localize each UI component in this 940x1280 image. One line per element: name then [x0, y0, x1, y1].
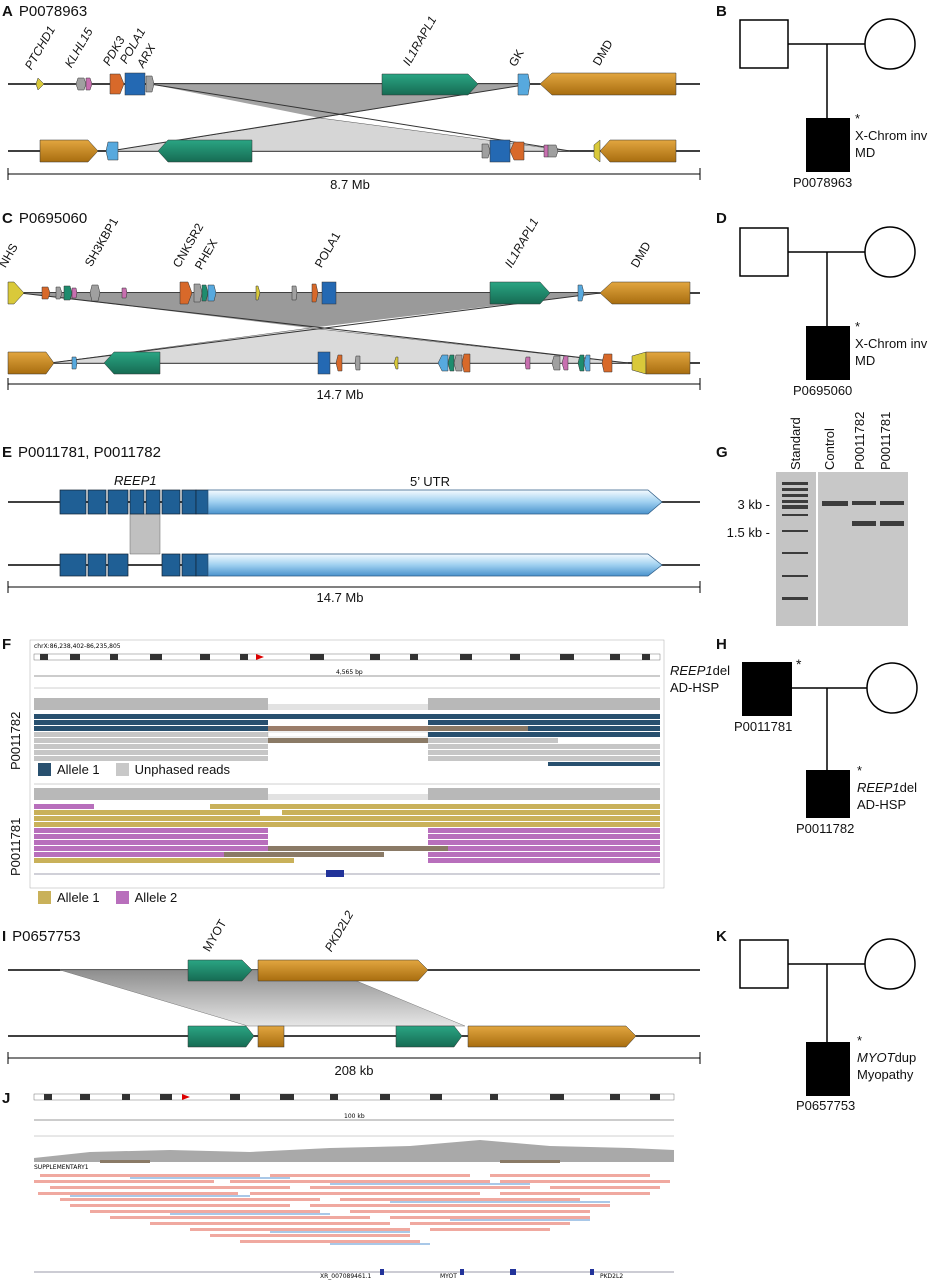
- swatch-allele2: [115, 891, 129, 904]
- pedigree-h-child-id: P0011782: [796, 821, 855, 836]
- panel-g-header: G: [716, 444, 728, 461]
- pedigree-h: [742, 662, 918, 818]
- pedigree-d-id: P0695060: [793, 383, 853, 398]
- panel-e-diagram: [7, 489, 701, 593]
- panel-d-header: D: [716, 210, 727, 227]
- panel-a-diagram: [7, 72, 701, 180]
- igv-gene-j-2: PKD2L2: [600, 1273, 623, 1280]
- klhl15-gene: [75, 77, 87, 91]
- panel-i-diagram: [7, 959, 701, 1064]
- scale-label-i: 208 kb: [334, 1063, 374, 1078]
- swatch-allele1-gold: [38, 891, 51, 904]
- ptchd1-gene: [35, 77, 45, 91]
- il1rapl1-gene: [381, 73, 479, 96]
- scale-label-a: 8.7 Mb: [330, 177, 370, 192]
- size-3kb: 3 kb -: [737, 497, 770, 512]
- gk-gene: [517, 73, 531, 96]
- legend-f1: Allele 1 Unphased reads: [38, 762, 230, 777]
- lane-standard: Standard: [788, 417, 803, 470]
- igv-track-j: SUPPLEMENTARY1: [34, 1164, 89, 1171]
- pdk3-gene: [109, 73, 125, 95]
- scale-label-c: 14.7 Mb: [316, 387, 364, 402]
- lane-control: Control: [822, 428, 837, 470]
- pedigree-d: [739, 226, 916, 380]
- igv-view-f: chrX:86,238,402-86,235,805 4,565 bp: [29, 639, 665, 889]
- pedigree-h-parent-star: *: [796, 656, 802, 672]
- utr-label: 5’ UTR: [410, 474, 450, 489]
- legend-f2: Allele 1 Allele 2: [38, 890, 177, 905]
- sample-label-p0011782: P0011782: [8, 711, 23, 770]
- panel-c-diagram: [7, 281, 701, 390]
- igv-gene-j-1: MYOT: [440, 1273, 457, 1280]
- igv-gene-j-0: XR_007089461.1: [320, 1273, 372, 1280]
- gel-image: [776, 472, 908, 626]
- panel-h-header: H: [716, 636, 727, 653]
- swatch-allele1-navy: [38, 763, 51, 776]
- lane-p0011781: P0011781: [878, 411, 893, 470]
- igv-locus-f: chrX:86,238,402-86,235,805: [34, 643, 121, 650]
- panel-j-header: J: [2, 1090, 11, 1107]
- panel-f-header: F: [2, 636, 12, 653]
- scale-label-e: 14.7 Mb: [316, 590, 364, 605]
- panel-b-header: B: [716, 3, 727, 20]
- myot-gene: [187, 959, 253, 982]
- arx-gene: [145, 75, 155, 93]
- dmd-gene: [539, 72, 677, 96]
- size-1-5kb: 1.5 kb -: [726, 525, 770, 540]
- lane-p0011782: P0011782: [852, 411, 867, 470]
- pola1-gene: [124, 72, 146, 96]
- pedigree-b: [739, 18, 916, 172]
- pedigree-k-id: P0657753: [796, 1098, 856, 1113]
- pedigree-h-parent-id: P0011781: [734, 719, 793, 734]
- pedigree-b-id: P0078963: [793, 175, 853, 190]
- igv-span-f: 4,565 bp: [336, 669, 363, 676]
- igv-view-j: 100 kb SUPPLEMENTARY1 XR_007089461.1 MYO…: [30, 1090, 678, 1280]
- pedigree-k: [739, 938, 916, 1096]
- panel-k-header: K: [716, 928, 727, 945]
- pkd2l2-gene: [257, 959, 429, 982]
- sample-label-p0011781: P0011781: [8, 817, 23, 876]
- swatch-unphased: [115, 763, 129, 776]
- gene-label-reep1: REEP1: [114, 473, 157, 488]
- igv-span-j: 100 kb: [344, 1113, 365, 1120]
